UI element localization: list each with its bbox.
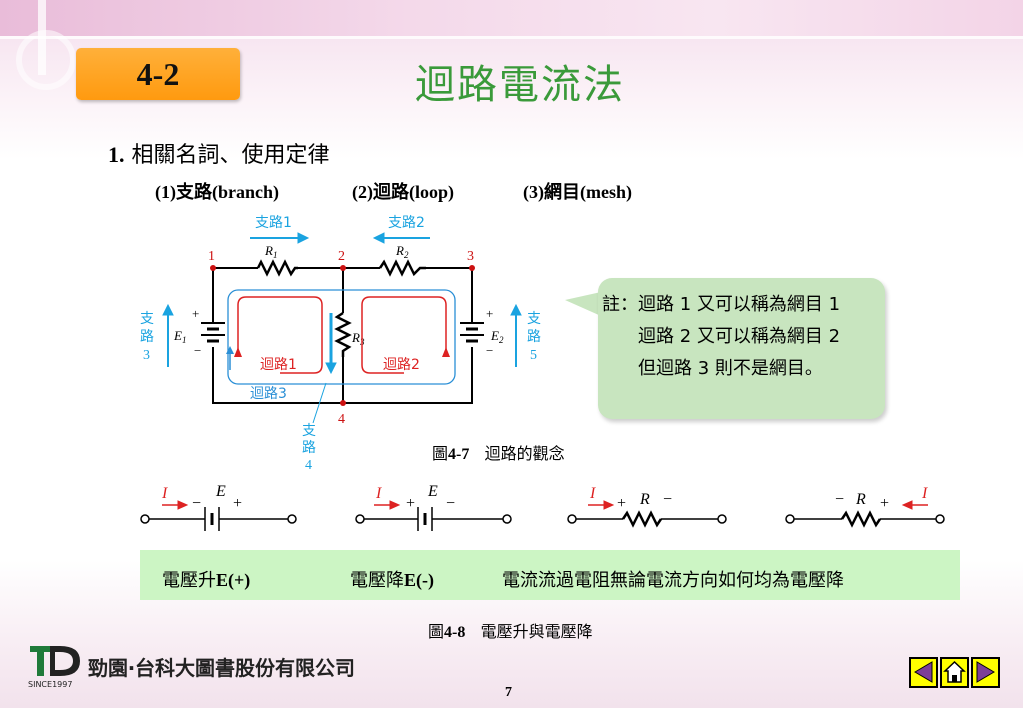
svg-text:+: + bbox=[406, 495, 415, 512]
svg-text:−: − bbox=[192, 495, 201, 512]
fig8-caption-text: 電壓升與電壓降 bbox=[480, 622, 593, 641]
svg-text:+: + bbox=[192, 306, 199, 321]
svg-text:E2: E2 bbox=[490, 328, 504, 345]
loop3-path bbox=[227, 289, 456, 385]
term-branch: (1)支路(branch) bbox=[155, 182, 279, 202]
circuit-diagram: +− +− E1 E2 R1 R2 R3 支路1 支路2 支 路 3 支 路 5… bbox=[140, 215, 541, 473]
branch3-label-1: 支 bbox=[140, 311, 154, 327]
fig8-caption-prefix: 圖 bbox=[428, 622, 445, 641]
fig8-caption-num: 4-8 bbox=[444, 624, 466, 641]
branch3-label-2: 路 bbox=[140, 329, 154, 345]
section-heading: 1. 相關名詞、使用定律 bbox=[108, 137, 330, 169]
home-icon bbox=[943, 660, 966, 683]
svg-text:+: + bbox=[486, 306, 493, 321]
page-title: 迴路電流法 bbox=[415, 62, 625, 108]
heading-text: 相關名詞、使用定律 bbox=[131, 143, 330, 168]
node3-label: 3 bbox=[467, 249, 474, 264]
node2-label: 2 bbox=[338, 249, 345, 264]
voltage-drop-text: 電壓降E(-) bbox=[350, 566, 434, 592]
branch4-label-3: 4 bbox=[305, 458, 312, 473]
battery-e1 bbox=[201, 322, 225, 343]
svg-text:+: + bbox=[617, 495, 626, 512]
branch2-label: 支路2 bbox=[388, 215, 425, 231]
loop1-path bbox=[237, 296, 323, 374]
top-band bbox=[0, 0, 1023, 36]
fig7-caption-num: 4-7 bbox=[448, 446, 470, 463]
svg-text:R2: R2 bbox=[395, 243, 409, 260]
section-number-badge: 4-2 bbox=[76, 48, 240, 100]
resistor-drop-text: 電流流過電阻無論電流方向如何均為電壓降 bbox=[502, 570, 844, 591]
branch5-label-3: 5 bbox=[530, 348, 537, 363]
resistor-r1 bbox=[256, 259, 298, 277]
svg-text:−: − bbox=[486, 343, 493, 358]
svg-text:+: + bbox=[880, 495, 889, 512]
note-callout bbox=[598, 278, 885, 419]
branch5-label-1: 支 bbox=[527, 311, 541, 327]
svg-text:E: E bbox=[215, 483, 226, 500]
svg-text:R: R bbox=[855, 491, 866, 508]
loop2-label: 迴路2 bbox=[383, 357, 420, 373]
battery-e2 bbox=[460, 322, 484, 343]
term-mesh: (3)網目(mesh) bbox=[523, 182, 632, 202]
svg-text:+: + bbox=[233, 495, 242, 512]
branch5-label-2: 路 bbox=[527, 329, 541, 345]
heading-number: 1. bbox=[108, 142, 125, 167]
node1-label: 1 bbox=[208, 249, 215, 264]
figure-4-8-caption: 圖4-8 電壓升與電壓降 bbox=[428, 618, 593, 642]
note-line-1: 註：迴路 1 又可以稱為網目 1 bbox=[602, 294, 841, 315]
previous-slide-button[interactable] bbox=[909, 657, 938, 688]
loop1-label: 迴路1 bbox=[260, 357, 297, 373]
voltage-rules-bar bbox=[140, 550, 960, 600]
svg-text:E: E bbox=[427, 483, 438, 500]
voltage-rise-text: 電壓升E(+) bbox=[162, 566, 250, 592]
branch4-label-2: 路 bbox=[302, 440, 316, 456]
branch1-label: 支路1 bbox=[255, 215, 292, 231]
resistor-r3 bbox=[334, 311, 352, 357]
svg-text:−: − bbox=[446, 495, 455, 512]
note-line-3: 但迴路 3 則不是網目。 bbox=[602, 358, 823, 379]
svg-text:−: − bbox=[663, 491, 672, 508]
page-number: 7 bbox=[505, 685, 512, 700]
next-slide-button[interactable] bbox=[971, 657, 1000, 688]
node4-label: 4 bbox=[338, 412, 345, 427]
publisher-logo bbox=[30, 646, 80, 676]
svg-text:R1: R1 bbox=[264, 243, 277, 260]
svg-text:I: I bbox=[589, 485, 596, 502]
loop3-label: 迴路3 bbox=[250, 386, 287, 402]
loop2-path bbox=[361, 296, 447, 374]
fig7-caption-text: 迴路的觀念 bbox=[484, 444, 565, 463]
svg-text:I: I bbox=[161, 485, 168, 502]
home-button[interactable] bbox=[940, 657, 969, 688]
rise-prefix: 電壓升 bbox=[162, 570, 216, 591]
left-arrow-icon bbox=[914, 661, 933, 683]
since-label: SINCE1997 bbox=[28, 680, 73, 689]
branch3-label-3: 3 bbox=[143, 348, 150, 363]
svg-text:I: I bbox=[921, 485, 928, 502]
decor-circle bbox=[16, 30, 76, 90]
svg-text:E1: E1 bbox=[173, 328, 186, 345]
drop-suffix: E(-) bbox=[404, 570, 434, 590]
figure-4-7-caption: 圖4-7 迴路的觀念 bbox=[432, 440, 565, 464]
top-divider bbox=[0, 36, 1023, 39]
term-loop: (2)迴路(loop) bbox=[352, 182, 454, 202]
right-arrow-icon bbox=[976, 661, 995, 683]
company-name: 勁園‧台科大圖書股份有限公司 bbox=[88, 656, 355, 680]
svg-text:−: − bbox=[835, 491, 844, 508]
drop-prefix: 電壓降 bbox=[350, 570, 404, 591]
resistor-r2 bbox=[378, 259, 426, 277]
branch4-label-1: 支 bbox=[302, 423, 316, 439]
svg-text:−: − bbox=[194, 343, 201, 358]
svg-text:I: I bbox=[375, 485, 382, 502]
note-line-2: 迴路 2 又可以稱為網目 2 bbox=[602, 326, 841, 347]
svg-text:R: R bbox=[639, 491, 650, 508]
fig7-caption-prefix: 圖 bbox=[432, 444, 449, 463]
note-pointer bbox=[565, 292, 601, 316]
rise-suffix: E(+) bbox=[216, 570, 251, 590]
svg-text:R3: R3 bbox=[351, 330, 365, 347]
